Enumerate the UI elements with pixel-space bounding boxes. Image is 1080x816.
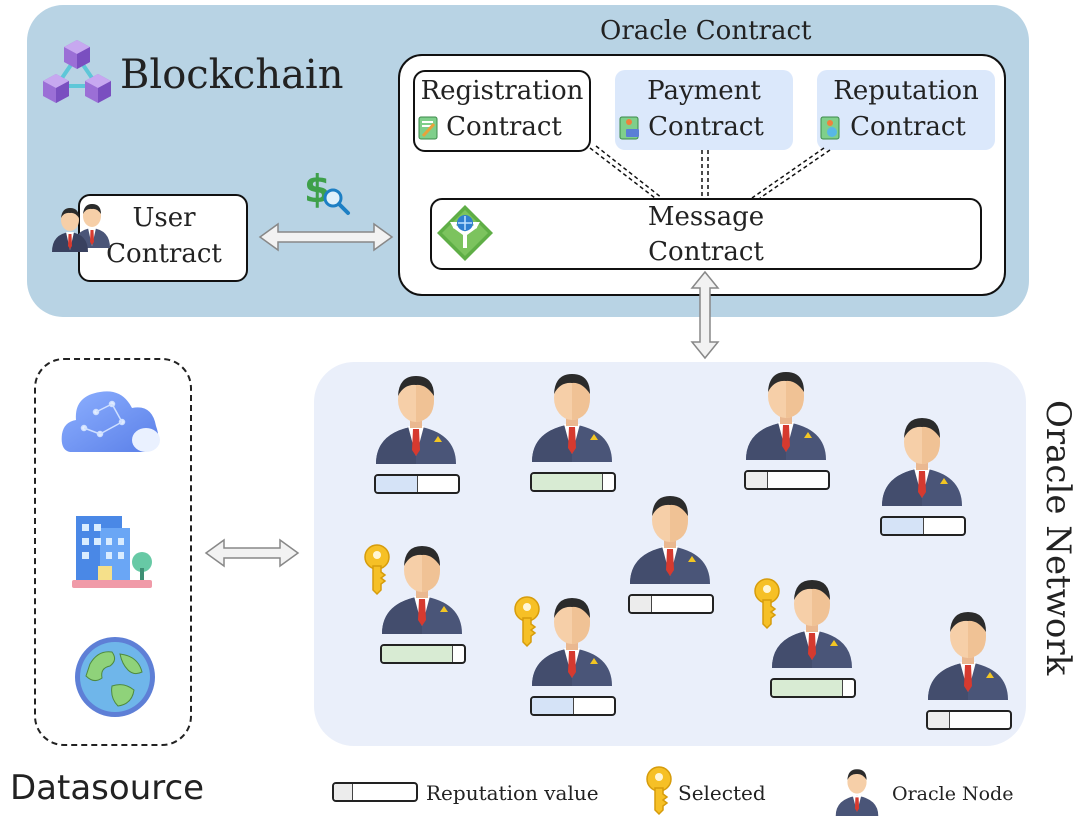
reputation-fill-7	[532, 698, 574, 714]
oracle-node-8	[770, 574, 854, 668]
user-contract-box	[78, 194, 248, 282]
reputation-fill-1	[376, 476, 418, 492]
reputation-bar-8	[770, 678, 856, 698]
reputation-fill-9	[928, 712, 950, 728]
message-routing-icon	[436, 204, 494, 262]
datasource-network-double-arrow	[204, 538, 300, 568]
legend-reputation-label: Reputation value	[426, 781, 599, 805]
registration-contract-label-line2: Contract	[446, 112, 562, 142]
blockchain-cubes-icon	[38, 38, 116, 108]
user-contract-label-line1: User	[132, 203, 196, 233]
money-search-icon: $	[302, 166, 352, 216]
message-contract-label-line2: Contract	[648, 237, 764, 267]
legend-key-icon	[644, 766, 674, 816]
oracle-node-3	[744, 366, 828, 460]
payment-document-icon	[619, 116, 641, 140]
payment-contract-box	[615, 70, 793, 150]
cloud-icon	[60, 382, 162, 462]
selected-key-icon-7	[512, 596, 542, 648]
oracle-contract-title: Oracle Contract	[600, 16, 812, 46]
oracle-node-5	[628, 490, 712, 584]
reputation-fill-8	[772, 680, 843, 696]
selected-key-icon-8	[752, 578, 782, 630]
datasource-title: Datasource	[10, 768, 205, 808]
oracle-network-title-wrap: Oracle Network	[1020, 400, 1080, 710]
oracle-network-double-arrow	[690, 270, 720, 360]
reputation-bar-4	[880, 516, 966, 536]
payment-contract-label-line1: Payment	[647, 76, 761, 106]
oracle-node-6	[380, 540, 464, 634]
reputation-bar-9	[926, 710, 1012, 730]
payment-contract-label-line2: Contract	[648, 112, 764, 142]
registration-contract-label-line1: Registration	[420, 76, 584, 106]
message-contract-box	[430, 198, 982, 270]
datasource-box	[34, 358, 192, 746]
building-icon	[70, 510, 160, 590]
registration-contract-box	[413, 70, 591, 152]
reputation-bar-1	[374, 474, 460, 494]
reputation-contract-label-line1: Reputation	[833, 76, 979, 106]
reputation-fill-2	[532, 474, 603, 490]
reputation-bar-6	[380, 644, 466, 664]
reputation-fill-6	[382, 646, 453, 662]
legend-reputation-bar	[332, 782, 418, 802]
oracle-node-4	[880, 412, 964, 506]
selected-key-icon-6	[362, 544, 392, 596]
user-oracle-double-arrow	[258, 222, 394, 252]
legend-oracle-node-icon	[834, 766, 880, 816]
oracle-network-title: Oracle Network	[1038, 400, 1078, 676]
legend-selected-label: Selected	[678, 781, 766, 805]
reputation-fill-4	[882, 518, 924, 534]
legend-oracle-node-label: Oracle Node	[892, 783, 1014, 805]
reputation-bar-3	[744, 470, 830, 490]
reputation-bar-7	[530, 696, 616, 716]
reputation-document-icon	[820, 116, 842, 140]
reputation-fill-3	[746, 472, 768, 488]
reputation-bar-2	[530, 472, 616, 492]
message-contract-label-line1: Message	[647, 202, 765, 232]
document-pen-icon	[418, 116, 438, 140]
blockchain-title: Blockchain	[120, 52, 344, 98]
reputation-fill-5	[630, 596, 652, 612]
reputation-contract-label-line2: Contract	[850, 112, 966, 142]
oracle-node-9	[926, 606, 1010, 700]
oracle-node-2	[530, 368, 614, 462]
oracle-node-1	[374, 370, 458, 464]
contract-dashed-connectors	[580, 140, 840, 202]
users-icon	[52, 198, 112, 254]
oracle-node-7	[530, 592, 614, 686]
reputation-bar-5	[628, 594, 714, 614]
user-contract-label-line2: Contract	[106, 239, 222, 269]
globe-icon	[72, 634, 158, 720]
reputation-contract-box	[817, 70, 995, 150]
